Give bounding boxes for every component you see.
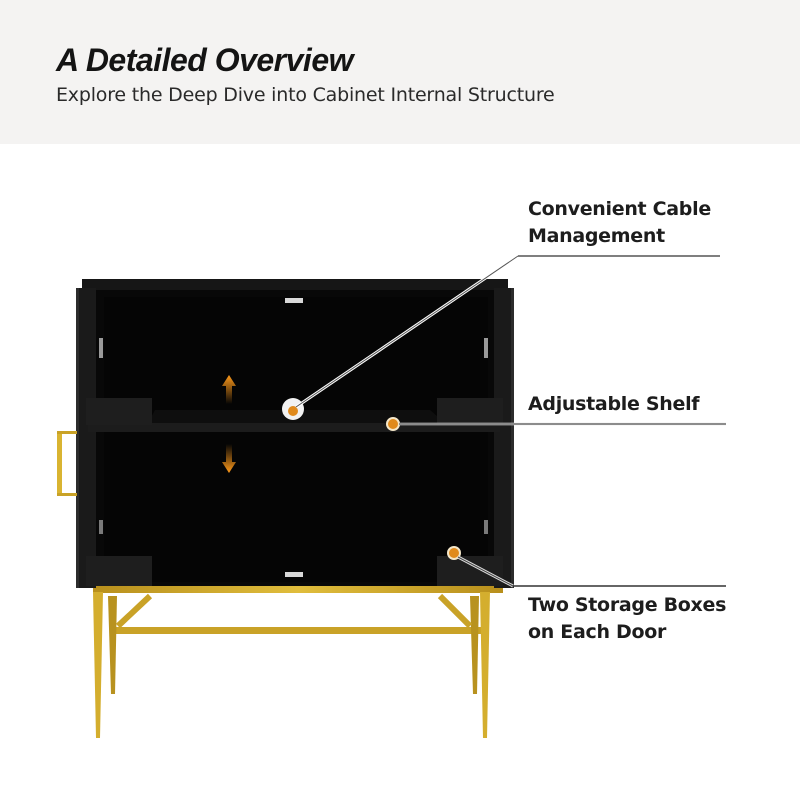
gold-door-handle bbox=[57, 431, 77, 496]
shelf-marker-icon bbox=[386, 417, 400, 431]
callout-storage-boxes: Two Storage Boxes on Each Door bbox=[528, 592, 726, 646]
callout-cable-line2: Management bbox=[528, 225, 665, 247]
arrow-up-icon bbox=[222, 375, 236, 404]
callout-shelf-line1: Adjustable Shelf bbox=[528, 393, 700, 415]
callout-cable-line1: Convenient Cable bbox=[528, 198, 711, 220]
callout-boxes-line2: on Each Door bbox=[528, 621, 667, 643]
storage-box-left-bottom bbox=[86, 556, 152, 586]
callout-cable-management: Convenient Cable Management bbox=[528, 196, 711, 250]
callout-boxes-line1: Two Storage Boxes bbox=[528, 594, 727, 616]
callout-adjustable-shelf: Adjustable Shelf bbox=[528, 391, 700, 418]
storage-box-marker-icon bbox=[447, 546, 461, 560]
storage-box-right-bottom bbox=[437, 556, 503, 586]
page-title: A Detailed Overview bbox=[56, 42, 354, 78]
header-banner: A Detailed Overview Explore the Deep Div… bbox=[0, 0, 800, 144]
cable-hole-marker-icon bbox=[282, 398, 304, 420]
cabinet-body bbox=[76, 279, 514, 588]
page-subtitle: Explore the Deep Dive into Cabinet Inter… bbox=[56, 84, 555, 106]
arrow-down-icon bbox=[222, 444, 236, 473]
gold-base-frame bbox=[93, 585, 503, 738]
storage-box-right-top bbox=[437, 398, 503, 425]
storage-box-left-top bbox=[86, 398, 152, 425]
